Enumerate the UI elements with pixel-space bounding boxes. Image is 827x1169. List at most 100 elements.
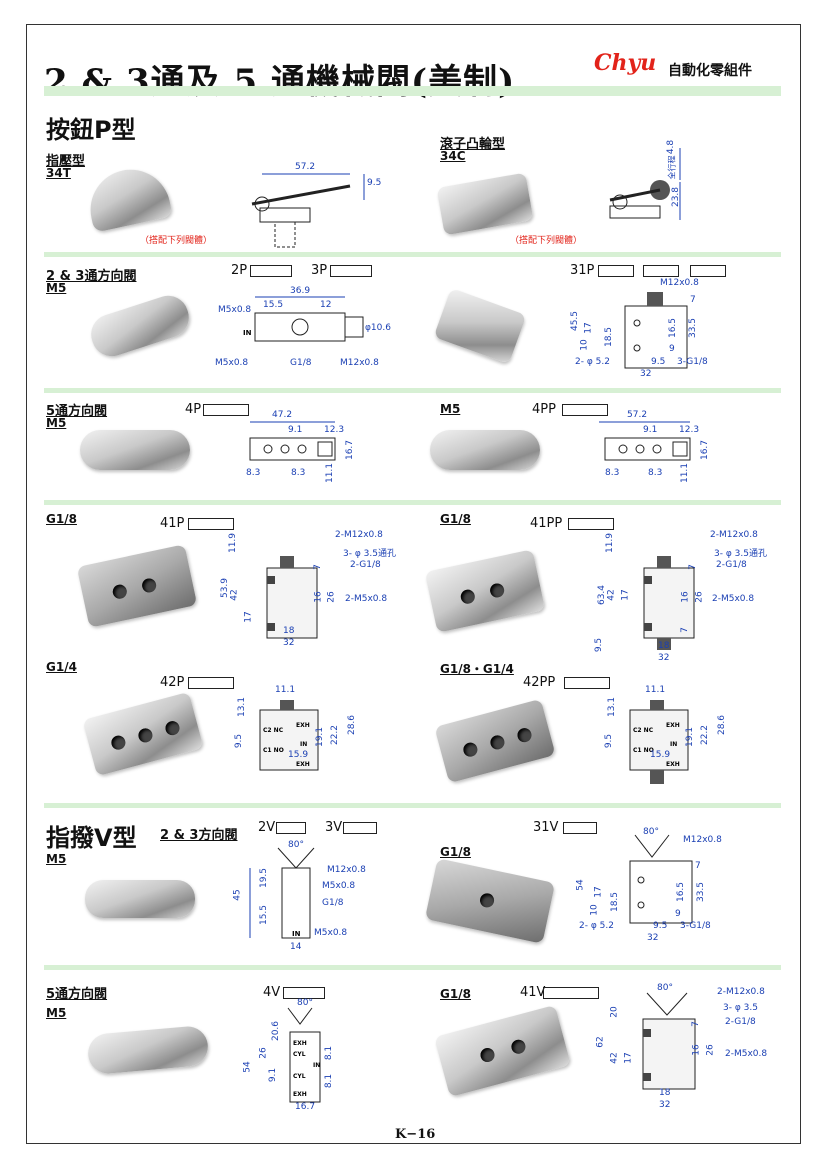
symbol-3p (330, 265, 372, 277)
dim-16-5: 16.5 (668, 317, 679, 339)
dim-9-1: 9.1 (643, 425, 658, 435)
roller-drawing: 4.8 全行程 23.8 (590, 140, 700, 240)
dim-2-m5x0-8: 2-M5x0.8 (712, 594, 755, 604)
dim-26: 26 (694, 591, 705, 603)
row-g18-port-right: G1/8 (440, 512, 471, 526)
row-g18-port-left: G1/8 (46, 512, 77, 526)
dim-8-1-a: 8.1 (324, 1045, 335, 1061)
model-31p: 31P (570, 263, 595, 278)
title-underline-bar (44, 86, 781, 96)
dim-28-6: 28.6 (347, 714, 358, 736)
dim-80-deg: 80° (297, 998, 313, 1008)
dim-8-1-b: 8.1 (324, 1073, 335, 1089)
divider-3 (44, 500, 781, 505)
dim-45: 45 (232, 889, 243, 901)
row-g14-port-left: G1/4 (46, 660, 77, 674)
symbol-2v (276, 822, 306, 834)
block-label-exh-bottom: EXH (296, 761, 310, 768)
dim-11-9: 11.9 (605, 532, 616, 554)
dim-16-7: 16.7 (345, 439, 356, 461)
block-label-c1no: C1 NO (263, 747, 284, 754)
dim-19-1: 19.1 (315, 726, 326, 748)
row-5way-lever-label: 5通方向閥 (46, 987, 108, 1002)
dim-16-5: 16.5 (676, 881, 687, 903)
dim-62: 62 (595, 1036, 606, 1048)
block-label-exh-top: EXH (666, 722, 680, 729)
dim-10: 10 (589, 904, 600, 916)
dim-23-8: 23.8 (671, 186, 682, 208)
dim-16: 16 (313, 591, 324, 603)
dim-g1-8: G1/8 (322, 898, 344, 908)
dim-2-g1-8: 2-G1/8 (725, 1017, 756, 1027)
dim-17: 17 (583, 322, 594, 334)
drawing-41p: 11.9 2-M12x0.8 3- φ 3.5通孔 7 2-G1/8 53.9 … (215, 528, 400, 653)
dim-9-5: 9.5 (604, 733, 615, 749)
row-5way-lever-port: M5 (46, 1006, 67, 1020)
brand-subtitle: 自動化零組件 (668, 63, 752, 79)
drawing-4pp: 57.2 9.1 12.3 16.7 8.3 8.3 11.1 (595, 410, 720, 485)
dim-16: 16 (680, 591, 691, 603)
dim-17: 17 (620, 589, 631, 601)
symbol-42pp (564, 677, 610, 689)
dim-80-deg: 80° (643, 827, 659, 837)
dim-11-1: 11.1 (645, 685, 666, 695)
dim-9-5: 9.5 (651, 357, 666, 367)
label-in: IN (292, 930, 301, 938)
divider-4 (44, 803, 781, 808)
dim-18: 18 (283, 626, 295, 636)
dim-9-1: 9.1 (268, 1067, 279, 1083)
dim-18: 18 (659, 1088, 671, 1098)
dim-80-deg: 80° (288, 840, 304, 850)
model-2p: 2P (231, 263, 248, 278)
dim-8-3-a: 8.3 (605, 468, 620, 478)
finger-press-note: （搭配下列閥體） (140, 236, 213, 246)
dim-g1-8: G1/8 (290, 358, 312, 368)
dim-11-1: 11.1 (325, 462, 336, 484)
model-2v: 2V (258, 820, 276, 835)
dim-m5x0-8-b: M5x0.8 (314, 928, 348, 938)
finger-press-code: 34T (46, 166, 71, 180)
dim-7: 7 (690, 295, 696, 305)
row-23way-port: M5 (46, 281, 67, 295)
finger-press-label: 指壓型 (46, 154, 86, 169)
dim-26: 26 (326, 591, 337, 603)
dim-42: 42 (609, 1052, 620, 1064)
drawing-41pp: 11.9 2-M12x0.8 3- φ 3.5通孔 7 2-G1/8 63.4 … (592, 528, 777, 668)
photo-4p-valve (80, 430, 190, 470)
dim-3-phi-3-5: 3- φ 3.5通孔 (343, 549, 396, 559)
row-5way-label: 5通方向閥 (46, 404, 108, 419)
symbol-4v (283, 987, 325, 999)
dim-m5x0-8-a: M5x0.8 (322, 881, 356, 891)
model-3p: 3P (311, 263, 328, 278)
dim-2-phi-5-2: 2- φ 5.2 (579, 921, 614, 931)
dim-15-9: 15.9 (288, 750, 309, 760)
dim-53-9: 53.9 (220, 577, 231, 599)
dim-57-2: 57.2 (295, 162, 316, 172)
dim-15-5: 15.5 (263, 300, 284, 310)
dim-12-3: 12.3 (679, 425, 700, 435)
drawing-2v: 80° M12x0.8 19.5 M5x0.8 45 15.5 G1/8 IN … (230, 838, 370, 958)
dim-7-bottom: 7 (679, 627, 690, 633)
block-label-exh-top: EXH (296, 722, 310, 729)
drawing-4p: 47.2 9.1 12.3 16.7 8.3 8.3 11.1 (240, 410, 360, 485)
dim-19-5: 19.5 (259, 867, 270, 889)
dim-22-2: 22.2 (330, 724, 341, 746)
symbol-31p-b (643, 265, 679, 277)
dim-17: 17 (623, 1052, 634, 1064)
dim-2-phi-5-2: 2- φ 5.2 (575, 357, 610, 367)
dim-26: 26 (705, 1044, 716, 1056)
dim-18: 18 (658, 641, 670, 651)
model-4v: 4V (263, 985, 281, 1000)
dim-42: 42 (229, 589, 240, 601)
lever-port: M5 (46, 852, 67, 866)
dim-2-m5x0-8: 2-M5x0.8 (345, 594, 388, 604)
dim-18-5: 18.5 (604, 326, 615, 348)
port-label-cyl-2: CYL (293, 1073, 306, 1080)
dim-20: 20 (609, 1006, 620, 1018)
dim-32: 32 (659, 1100, 671, 1110)
model-42pp: 42PP (523, 675, 556, 690)
dim-9-5: 9.5 (234, 733, 245, 749)
dim-3-phi-3-5: 3- φ 3.5通孔 (714, 549, 767, 559)
dim-full-stroke: 全行程 (667, 155, 677, 180)
dim-12-3: 12.3 (324, 425, 345, 435)
